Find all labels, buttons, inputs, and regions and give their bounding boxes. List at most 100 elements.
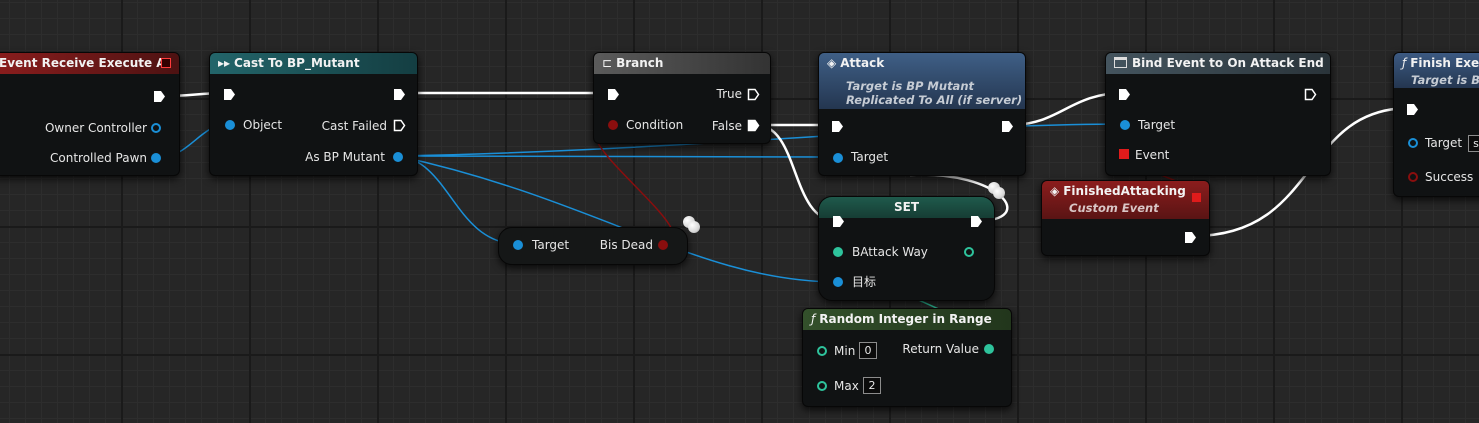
target-label: Target [1138,118,1176,132]
exec-in-pin[interactable] [223,88,236,101]
object-label: Object [243,118,283,132]
target-pin[interactable] [513,240,523,250]
finished-attacking-header[interactable]: ◈FinishedAttacking Custom Event [1042,181,1209,219]
node-title: Bind Event to On Attack End [1132,56,1324,70]
return-value-pin[interactable] [984,344,994,354]
bind-event-node[interactable]: Bind Event to On Attack End Target Event [1105,52,1331,176]
target-pin[interactable] [1120,120,1130,130]
node-title: Branch [616,56,664,70]
set-node[interactable]: SET BAttack Way 目标 [818,196,995,301]
condition-pin[interactable] [608,120,618,130]
exec-out-pin[interactable] [1001,120,1014,133]
as-bp-mutant-pin[interactable] [393,152,403,162]
delegate-square-icon [161,58,171,68]
delegate-square-icon [1192,193,1201,202]
exec-in-pin[interactable] [831,120,844,133]
success-pin[interactable] [1408,172,1418,182]
function-icon: ƒ [811,312,816,326]
exec-in-pin[interactable] [607,88,620,101]
target-pin[interactable] [1408,138,1418,148]
node-title: FinishedAttacking [1063,184,1186,198]
event-diamond-icon: ◈ [827,56,837,70]
owner-controller-label: Owner Controller [44,121,147,135]
reroute-knot-exec-2[interactable] [993,187,1005,199]
exec-out-pin[interactable] [153,90,166,103]
controlled-pawn-label: Controlled Pawn [50,151,147,165]
true-exec-pin[interactable] [747,88,760,101]
battack-way-pin[interactable] [833,247,843,257]
branch-node[interactable]: ⊏Branch True Condition False [593,52,771,144]
attack-subtitle-replicated: Replicated To All (if server) [846,93,1023,107]
max-label: Max [834,379,859,393]
node-title: Random Integer in Range [819,312,992,326]
attack-subtitle-target: Target is BP Mutant [846,79,975,93]
target-label: Target [532,238,570,252]
battack-way-out-pin[interactable] [964,247,974,257]
exec-out-pin[interactable] [1184,231,1197,244]
owner-controller-pin[interactable] [151,123,161,133]
reroute-knot-bool-2[interactable] [688,221,700,233]
cast-icon: ▸▸ [218,56,231,70]
return-value-label: Return Value [902,342,979,356]
wire-mutant-to-attack-target [397,155,839,158]
false-exec-pin[interactable] [747,119,760,132]
exec-in-pin[interactable] [832,215,845,228]
attack-header[interactable]: ◈Attack Target is BP Mutant Replicated T… [819,53,1025,109]
target-self-field[interactable]: s [1468,135,1479,152]
attack-node[interactable]: ◈Attack Target is BP Mutant Replicated T… [818,52,1026,176]
set-header[interactable]: SET [819,197,994,218]
finished-attacking-event-node[interactable]: ◈FinishedAttacking Custom Event [1041,180,1210,256]
condition-label: Condition [626,118,684,132]
controlled-pawn-pin[interactable] [151,153,161,163]
branch-header[interactable]: ⊏Branch [594,53,770,74]
bind-event-header[interactable]: Bind Event to On Attack End [1106,53,1330,74]
function-icon: ƒ [1402,56,1407,70]
bind-event-icon [1114,57,1127,68]
max-pin[interactable] [817,381,827,391]
target-pin[interactable] [833,153,843,163]
min-pin[interactable] [817,346,827,356]
bis-dead-pin[interactable] [658,240,668,250]
event-receive-execute-ai-node[interactable]: Event Receive Execute AI Owner Controlle… [0,52,180,176]
exec-out-pin[interactable] [393,88,406,101]
node-title: Finish Exe [1410,56,1479,70]
event-delegate-pin[interactable] [1119,149,1129,159]
min-label: Min [834,344,856,358]
object-pin[interactable] [225,120,235,130]
node-title: Cast To BP_Mutant [234,56,360,70]
cast-header[interactable]: ▸▸Cast To BP_Mutant [210,53,417,74]
exec-in-pin[interactable] [1118,88,1131,101]
false-label: False [711,119,742,133]
cast-failed-exec-pin[interactable] [393,119,406,132]
target-pin[interactable] [833,277,843,287]
exec-out-pin[interactable] [1304,88,1317,101]
finish-subtitle: Target is B [1411,73,1479,87]
target-label: Target [851,150,889,164]
bis-dead-label: Bis Dead [599,238,653,252]
node-title: Event Receive Execute AI [0,56,171,70]
battack-way-label: BAttack Way [852,245,928,259]
bis-dead-getter-node[interactable]: Target Bis Dead [498,227,688,265]
event-label: Event [1135,148,1170,162]
custom-event-subtitle: Custom Event [1069,201,1159,215]
exec-in-pin[interactable] [1406,103,1419,116]
node-title: Attack [840,56,885,70]
cast-failed-label: Cast Failed [321,119,387,133]
exec-out-pin[interactable] [970,215,983,228]
branch-icon: ⊏ [602,56,613,70]
target-label: 目标 [852,275,877,289]
min-input[interactable]: 0 [859,342,877,359]
wire-mutant-to-bind-target [397,123,1125,157]
success-label: Success [1425,170,1474,184]
event-diamond-icon: ◈ [1050,184,1060,198]
cast-to-bp-mutant-node[interactable]: ▸▸Cast To BP_Mutant Object Cast Failed A… [209,52,418,176]
node-title: SET [893,200,920,214]
event-receive-header[interactable]: Event Receive Execute AI [0,53,179,74]
max-input[interactable]: 2 [863,377,881,394]
target-label: Target [1425,136,1463,150]
true-label: True [716,87,743,101]
